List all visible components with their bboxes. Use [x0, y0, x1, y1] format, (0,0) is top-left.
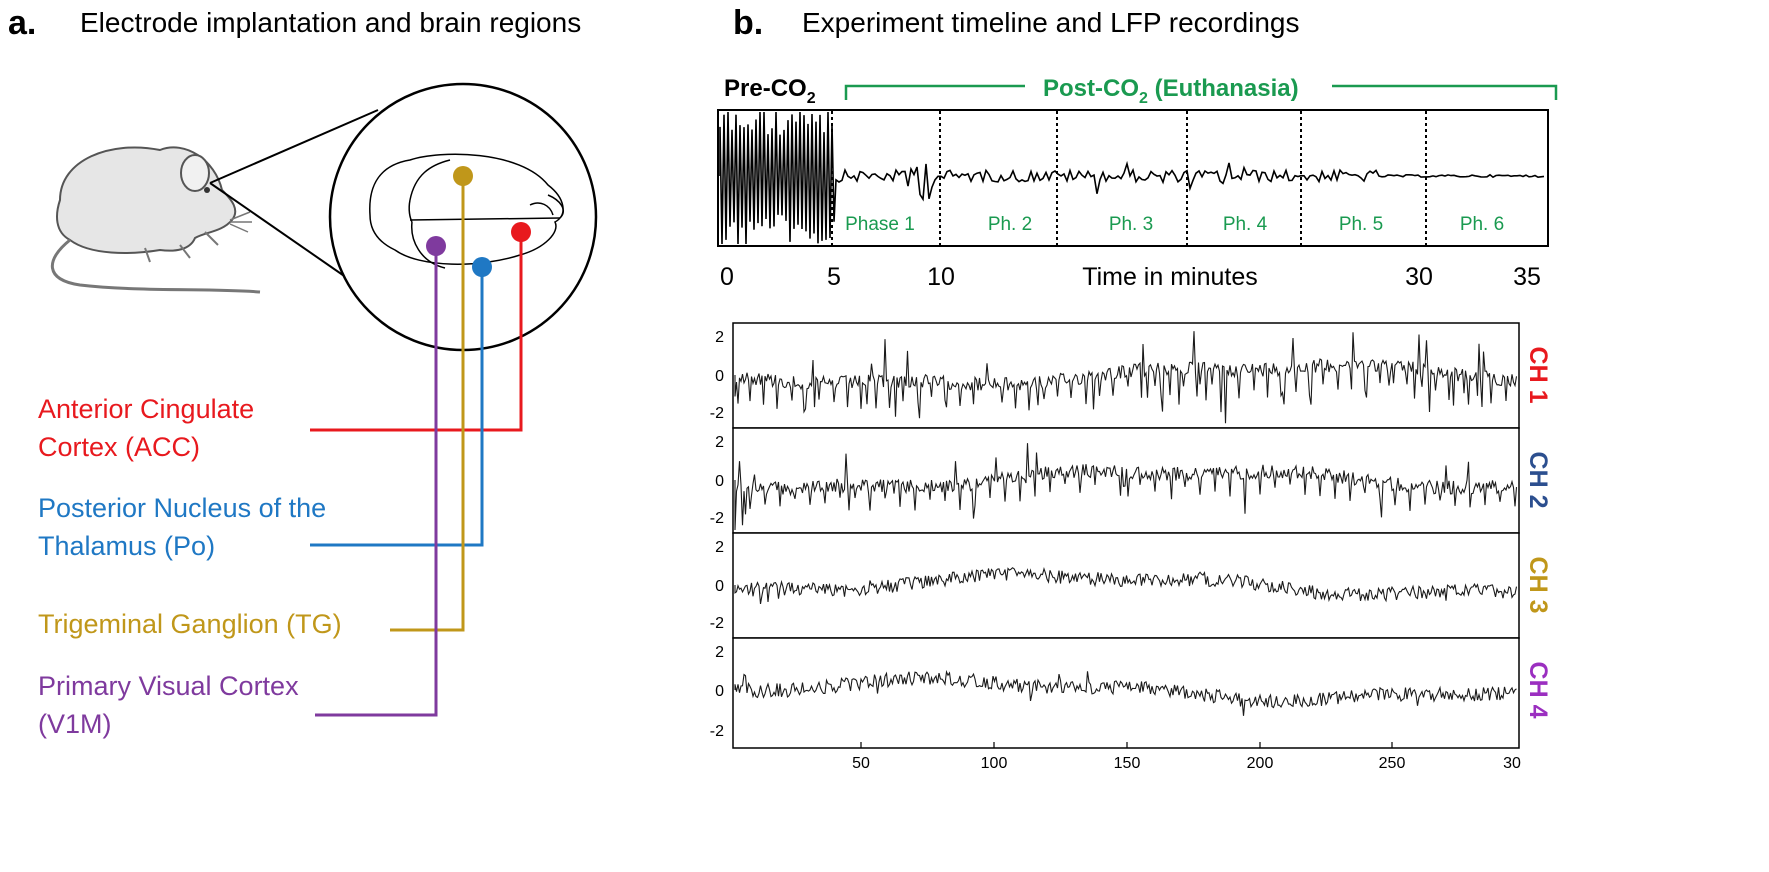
timeline-trace — [719, 111, 1545, 245]
tg-label: Trigeminal Ganglion (TG) — [38, 609, 342, 639]
ch1-ytick-neg2: -2 — [710, 405, 724, 422]
panel-a-letter: a. — [8, 4, 36, 42]
ch3-ytick-pos2: 2 — [715, 539, 724, 556]
ch3-label: CH 3 — [1524, 557, 1552, 614]
zoom-line-top — [209, 109, 379, 184]
ch2-panel: 2 0 -2 CH 2 — [710, 427, 1552, 534]
acc-electrode — [511, 222, 531, 242]
tg-wire — [390, 176, 465, 632]
ch4-ytick-0: 0 — [715, 683, 724, 700]
mouse-icon — [51, 146, 261, 294]
phase-label: Phase 1 — [845, 214, 915, 235]
zoom-line-bottom — [209, 182, 351, 281]
phase-label: Ph. 3 — [1109, 214, 1153, 235]
ch1-ytick-0: 0 — [715, 368, 724, 385]
lfp-xtick-300: 30 — [1503, 755, 1521, 772]
ch4-label: CH 4 — [1524, 662, 1552, 719]
phase-label: Ph. 5 — [1339, 214, 1383, 235]
po-electrode — [472, 257, 492, 277]
panel-b-title: Experiment timeline and LFP recordings — [802, 7, 1300, 38]
post-co2-label: Post-CO2 (Euthanasia) — [1043, 75, 1299, 107]
v1m-label-2: (V1M) — [38, 709, 112, 739]
ch4-trace — [734, 669, 1517, 716]
ch4-ytick-pos2: 2 — [715, 644, 724, 661]
po-label-2: Thalamus (Po) — [38, 531, 215, 561]
phase-label: Ph. 2 — [988, 214, 1032, 235]
ch1-label: CH 1 — [1524, 347, 1552, 404]
ch2-ytick-pos2: 2 — [715, 434, 724, 451]
ch1-ytick-pos2: 2 — [715, 329, 724, 346]
phase-label: Ph. 4 — [1223, 214, 1268, 235]
ch3-ytick-neg2: -2 — [710, 615, 724, 632]
tg-electrode — [453, 166, 473, 186]
phase-label: Ph. 6 — [1460, 214, 1504, 235]
acc-wire — [310, 232, 523, 432]
phase-dividers — [831, 111, 1427, 245]
ch3-panel: 2 0 -2 CH 3 — [710, 532, 1552, 639]
ch2-ytick-0: 0 — [715, 473, 724, 490]
lfp-xtick-250: 250 — [1379, 755, 1406, 772]
panel-b: b. Experiment timeline and LFP recording… — [710, 4, 1558, 772]
panel-a-title: Electrode implantation and brain regions — [80, 7, 581, 38]
lfp-panels: 2 0 -2 CH 1 2 0 -2 CH 2 2 0 -2 CH 3 — [710, 322, 1552, 749]
post-bracket-left — [844, 84, 1025, 100]
time-tick-10: 10 — [927, 263, 955, 291]
lfp-xtick-150: 150 — [1114, 755, 1141, 772]
brain-icon — [369, 153, 564, 269]
lfp-xtick-50: 50 — [852, 755, 870, 772]
panel-b-letter: b. — [733, 4, 763, 42]
ch3-trace — [734, 567, 1518, 604]
ch2-label: CH 2 — [1524, 452, 1552, 509]
po-label-1: Posterior Nucleus of the — [38, 493, 326, 523]
ch1-panel: 2 0 -2 CH 1 — [710, 322, 1552, 429]
time-tick-35: 35 — [1513, 263, 1541, 291]
acc-label-2: Cortex (ACC) — [38, 432, 200, 462]
pre-co2-label: Pre-CO2 — [724, 75, 816, 107]
time-tick-5: 5 — [827, 263, 841, 291]
timeline-box — [717, 109, 1549, 247]
ch1-trace — [734, 331, 1518, 424]
v1m-wire — [315, 246, 438, 717]
post-bracket-right — [1332, 84, 1558, 100]
ch2-ytick-neg2: -2 — [710, 510, 724, 527]
phase-labels: Phase 1 Ph. 2 Ph. 3 Ph. 4 Ph. 5 Ph. 6 — [845, 214, 1504, 235]
lfp-xtick-200: 200 — [1247, 755, 1274, 772]
time-tick-0: 0 — [720, 263, 734, 291]
panel-a: a. Electrode implantation and brain regi… — [8, 4, 598, 739]
po-wire — [310, 267, 484, 547]
lfp-x-ticks — [860, 742, 1393, 748]
ch3-ytick-0: 0 — [715, 578, 724, 595]
lfp-xtick-100: 100 — [981, 755, 1008, 772]
v1m-electrode — [426, 236, 446, 256]
time-tick-30: 30 — [1405, 263, 1433, 291]
v1m-label-1: Primary Visual Cortex — [38, 671, 299, 701]
ch4-ytick-neg2: -2 — [710, 723, 724, 740]
ch4-panel: 2 0 -2 CH 4 — [710, 637, 1552, 749]
acc-label-1: Anterior Cingulate — [38, 394, 254, 424]
time-axis-label: Time in minutes — [1082, 263, 1258, 291]
ch2-trace — [734, 443, 1518, 531]
